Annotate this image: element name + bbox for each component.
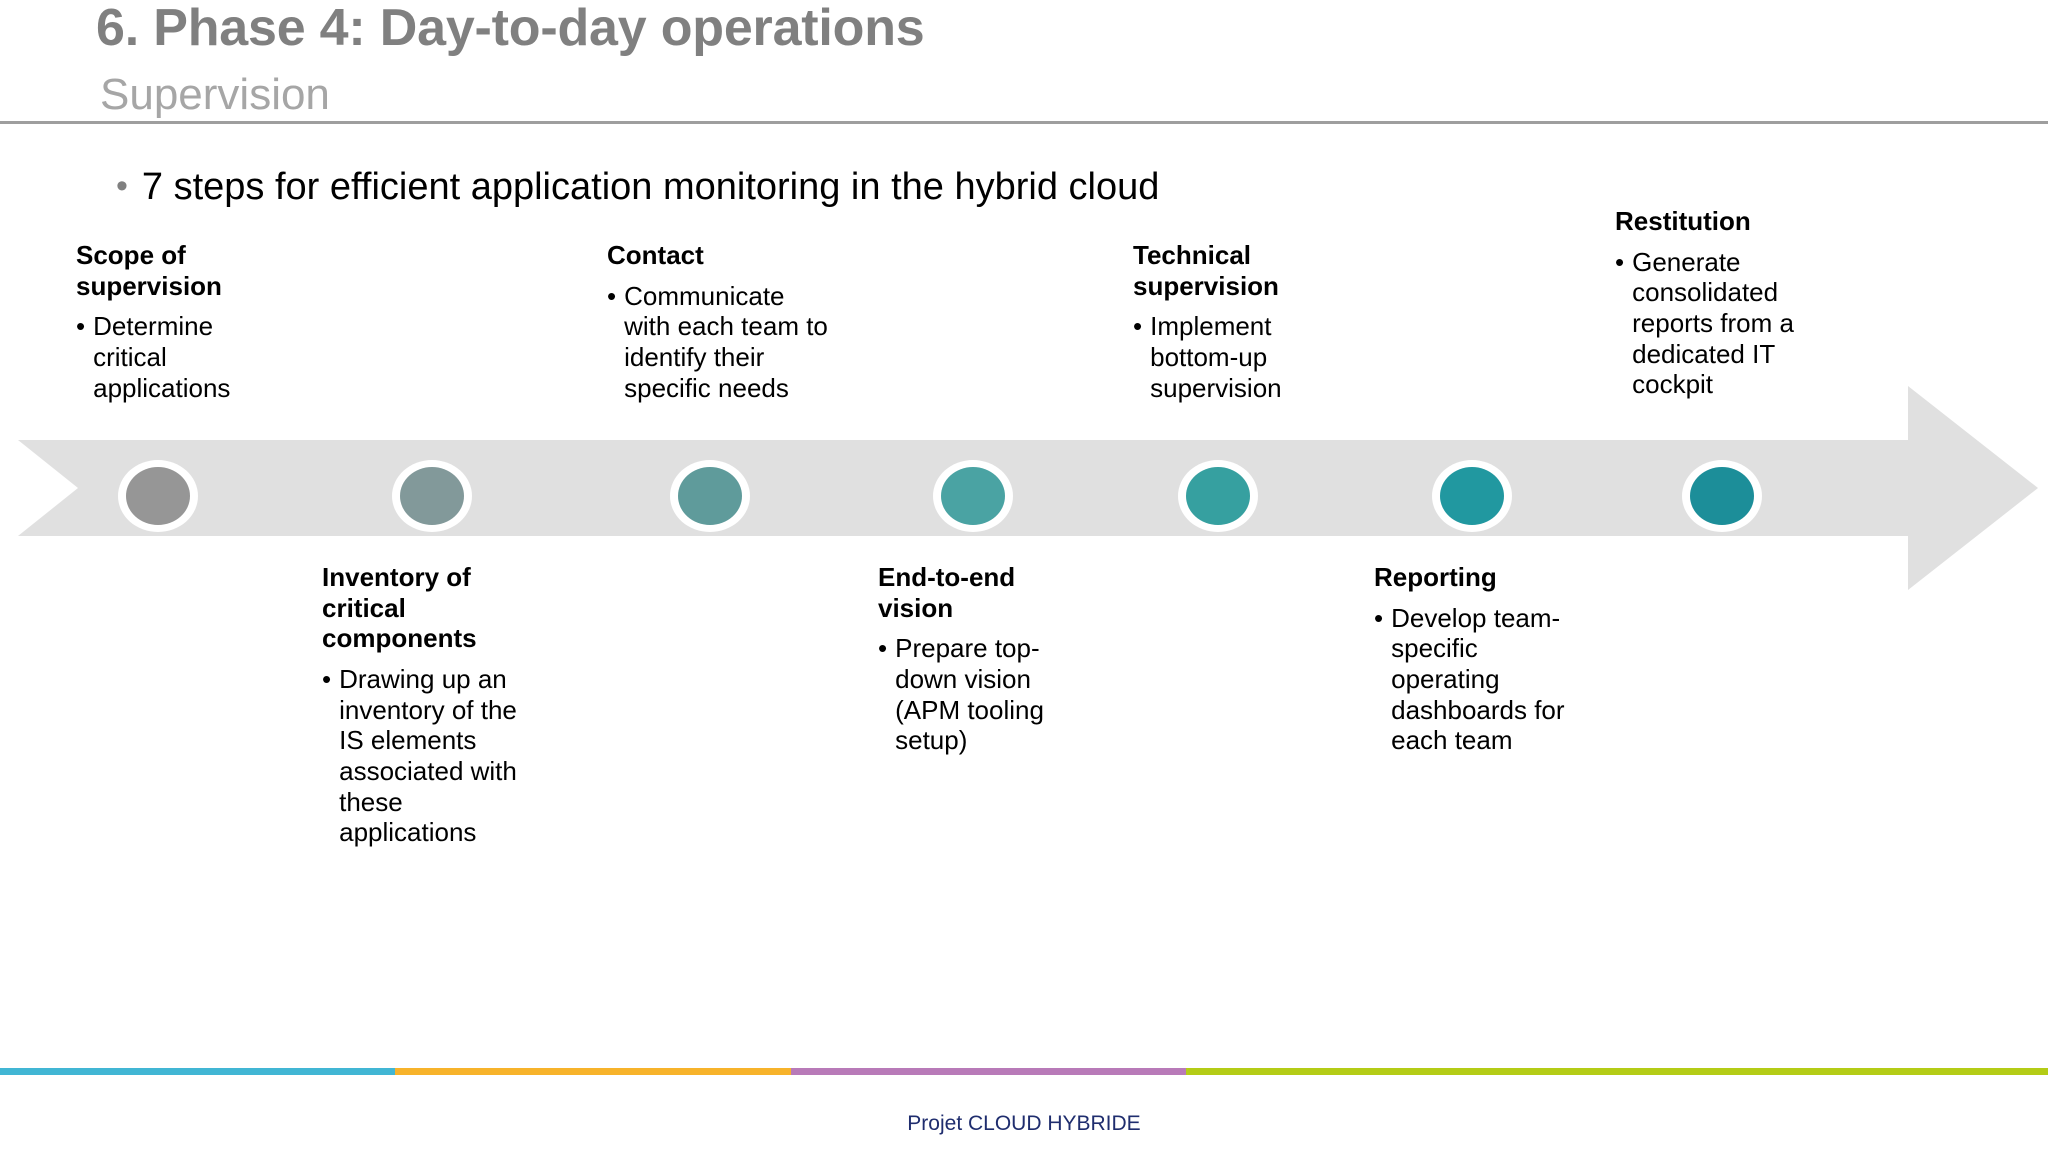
bullet-dot-icon: • [1133,311,1143,342]
step-node-3[interactable] [670,460,750,532]
step-block-technical-supervision: Technical supervision • Implement bottom… [1133,240,1333,403]
step-node-6[interactable] [1432,460,1512,532]
step-7-heading: Restitution [1615,206,1751,236]
step-5-bullet-text: Implement bottom-up supervision [1150,311,1282,403]
step-block-reporting: Reporting • Develop team-specific operat… [1374,562,1584,756]
step-6-bullet-text: Develop team-specific operating dashboar… [1391,602,1565,756]
footer-bar-segment-3 [790,1068,1186,1075]
process-arrow-graphic [0,378,2048,598]
step-node-4-fill [941,467,1005,525]
step-2-heading: Inventory of critical components [322,562,477,654]
step-node-2-fill [400,467,464,525]
slide-header: 6. Phase 4: Day-to-day operations Superv… [0,0,2048,128]
step-3-bullet: • Communicate with each team to identify… [607,281,837,404]
step-3-bullet-text: Communicate with each team to identify t… [624,280,828,403]
bullet-dot-icon: • [1374,602,1384,633]
step-1-bullet-text: Determine critical applications [93,311,231,403]
step-node-6-fill [1440,467,1504,525]
lead-bullet-line: • 7 steps for efficient application monit… [116,166,1159,209]
step-block-scope-of-supervision: Scope of supervision • Determine critica… [76,240,276,403]
step-4-bullet-text: Prepare top-down vision (APM tooling set… [895,633,1044,756]
step-1-bullet: • Determine critical applications [76,311,276,403]
step-7-bullet: • Generate consolidated reports from a d… [1615,247,1827,400]
step-6-bullet: • Develop team-specific operating dashbo… [1374,603,1584,756]
lead-bullet-text: 7 steps for efficient application monito… [141,166,1160,208]
step-node-7-fill [1690,467,1754,525]
page-title: 6. Phase 4: Day-to-day operations [96,0,925,57]
step-node-7[interactable] [1682,460,1762,532]
bullet-dot-icon: • [116,167,128,205]
step-7-bullet-text: Generate consolidated reports from a ded… [1632,246,1794,400]
header-divider [0,121,2048,124]
bullet-dot-icon: • [607,280,617,311]
step-node-1[interactable] [118,460,198,532]
step-2-bullet-text: Drawing up an inventory of the IS elemen… [339,664,517,848]
bullet-dot-icon: • [878,633,888,664]
step-5-bullet: • Implement bottom-up supervision [1133,311,1333,403]
step-node-5[interactable] [1178,460,1258,532]
page-subtitle: Supervision [100,70,330,119]
footer-bar-segment-1 [0,1068,396,1075]
footer-bar-segment-2 [395,1068,791,1075]
arrow-shape [18,386,2038,590]
step-3-heading: Contact [607,240,704,270]
step-node-3-fill [678,467,742,525]
step-block-end-to-end-vision: End-to-end vision • Prepare top-down vis… [878,562,1078,756]
bullet-dot-icon: • [322,664,332,695]
step-block-restitution: Restitution • Generate consolidated repo… [1615,206,1827,400]
footer-color-bar [0,1068,2048,1075]
step-1-heading: Scope of supervision [76,240,222,301]
step-node-2[interactable] [392,460,472,532]
step-node-4[interactable] [933,460,1013,532]
footer-bar-segment-4 [1185,1068,2048,1075]
step-2-bullet: • Drawing up an inventory of the IS elem… [322,664,538,848]
step-4-bullet: • Prepare top-down vision (APM tooling s… [878,633,1078,756]
step-6-heading: Reporting [1374,562,1497,592]
step-node-1-fill [126,467,190,525]
bullet-dot-icon: • [76,311,86,342]
footer-text: Projet CLOUD HYBRIDE [907,1112,1141,1135]
step-5-heading: Technical supervision [1133,240,1279,301]
bullet-dot-icon: • [1615,246,1625,277]
step-block-contact: Contact • Communicate with each team to … [607,240,837,403]
step-node-5-fill [1186,467,1250,525]
step-4-heading: End-to-end vision [878,562,1016,623]
step-block-inventory-of-critical-components: Inventory of critical components • Drawi… [322,562,538,848]
